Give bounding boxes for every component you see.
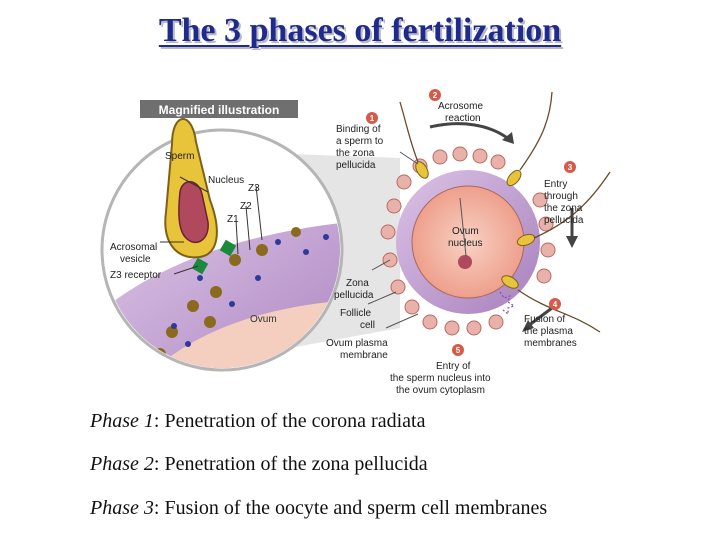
step2-line1: Acrosome <box>438 101 483 112</box>
step-number-2: 2 <box>433 91 438 100</box>
glycoprotein-dots <box>154 227 329 360</box>
step3-line4: pellucida <box>544 215 584 226</box>
sperm-head-magnified <box>164 118 218 259</box>
label-vesicle: vesicle <box>120 254 151 265</box>
ovum-nucleus-line1: Ovum <box>452 226 479 237</box>
ovum-plasma-membrane-line2: membrane <box>340 350 388 361</box>
phase-3-label: Phase 3 <box>90 497 154 519</box>
label-ovum-inset: Ovum <box>250 314 277 325</box>
phase-2-label: Phase 2 <box>90 453 154 475</box>
phase-2-line: Phase 2: Penetration of the zona pelluci… <box>90 453 428 476</box>
penetration-sparkle <box>499 291 516 316</box>
sperm-cells <box>415 161 536 289</box>
ovum-nucleus-dot <box>458 255 472 269</box>
follicle-cell-line2: cell <box>360 320 375 331</box>
zona-pellucida-line1: Zona <box>346 278 369 289</box>
step4-line1: Fusion of <box>524 314 565 325</box>
step5-line3: the ovum cytoplasm <box>396 385 485 396</box>
step1-line2: a sperm to <box>336 136 384 147</box>
arrow-fusion <box>527 306 553 328</box>
slide-title: The 3 phases of fertilization <box>158 12 562 49</box>
step-circles <box>366 89 576 356</box>
egg-cell <box>380 91 611 336</box>
fertilization-diagram: Magnified illustration Sperm Nucleus Z3 … <box>100 82 620 400</box>
phase-1-text: : Penetration of the corona radiata <box>153 410 426 432</box>
phase-2-text: : Penetration of the zona pellucida <box>153 453 428 475</box>
label-z3-receptor: Z3 receptor <box>110 270 162 281</box>
step2-line2: reaction <box>445 113 481 124</box>
follicle-cell-line1: Follicle <box>340 308 372 319</box>
step4-line3: membranes <box>524 338 577 349</box>
step-number-4: 4 <box>553 300 558 309</box>
step3-line3: the zona <box>544 203 583 214</box>
phase-1-line: Phase 1: Penetration of the corona radia… <box>90 410 425 433</box>
phase-3-line: Phase 3: Fusion of the oocyte and sperm … <box>90 497 547 520</box>
label-sperm: Sperm <box>165 151 194 162</box>
label-acrosomal: Acrosomal <box>110 242 157 253</box>
magnified-inset: Magnified illustration Sperm Nucleus Z3 … <box>100 100 344 372</box>
step5-line1: Entry of <box>436 361 471 372</box>
step3-line1: Entry <box>544 179 567 190</box>
step4-line2: the plasma <box>524 326 573 337</box>
z3-receptor-mark <box>219 239 237 257</box>
step3-line2: through <box>544 191 578 202</box>
inset-title-bar <box>140 100 298 118</box>
label-z1: Z1 <box>227 214 239 225</box>
z3-receptor-mark <box>191 257 209 275</box>
step1-line3: the zona <box>336 148 375 159</box>
sperm-tails <box>399 91 611 333</box>
phase-1-label: Phase 1 <box>90 410 154 432</box>
label-z2: Z2 <box>240 201 252 212</box>
step1-line4: pellucida <box>336 160 376 171</box>
step1-line1: Binding of <box>336 124 381 135</box>
step-number-5: 5 <box>456 346 461 355</box>
inset-title: Magnified illustration <box>159 103 280 117</box>
step5-line2: the sperm nucleus into <box>390 373 491 384</box>
phase-3-text: : Fusion of the oocyte and sperm cell me… <box>153 497 548 519</box>
follicle-cells <box>380 146 556 336</box>
label-z3: Z3 <box>248 183 260 194</box>
arrow-acrosome <box>429 122 511 142</box>
ovum-plasma-membrane-line1: Ovum plasma <box>326 338 388 349</box>
zona-pellucida-line2: pellucida <box>334 290 374 301</box>
label-nucleus: Nucleus <box>208 175 244 186</box>
step-number-1: 1 <box>370 114 375 123</box>
ovum-nucleus-line2: nucleus <box>448 238 482 249</box>
step-number-3: 3 <box>568 163 573 172</box>
